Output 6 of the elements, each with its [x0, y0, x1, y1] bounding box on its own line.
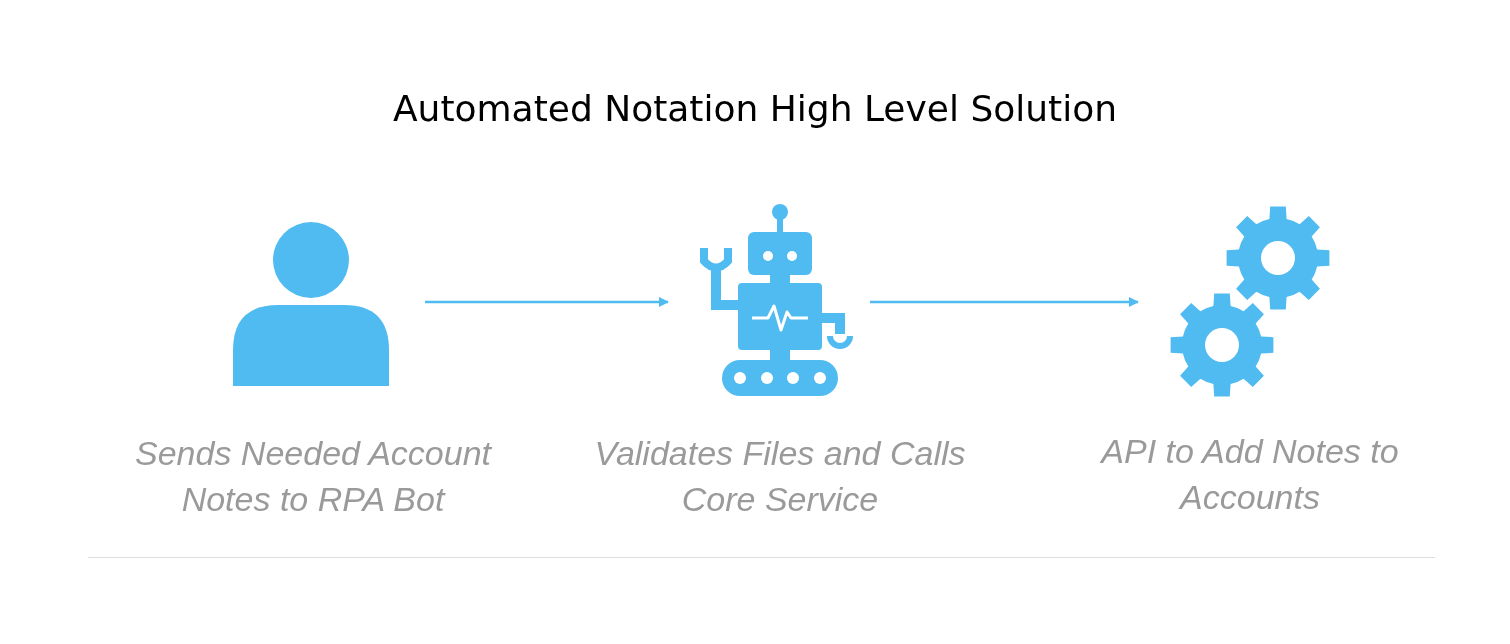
arrow	[425, 297, 669, 307]
diagram-title: Automated Notation High Level Solution	[392, 88, 1118, 129]
caption-text: API to Add Notes to Accounts	[1099, 431, 1400, 518]
arrow	[870, 297, 1139, 307]
caption-text: Sends Needed Account Notes to RPA Bot	[134, 433, 493, 520]
caption-text: Validates Files and Calls Core Service	[593, 433, 967, 520]
